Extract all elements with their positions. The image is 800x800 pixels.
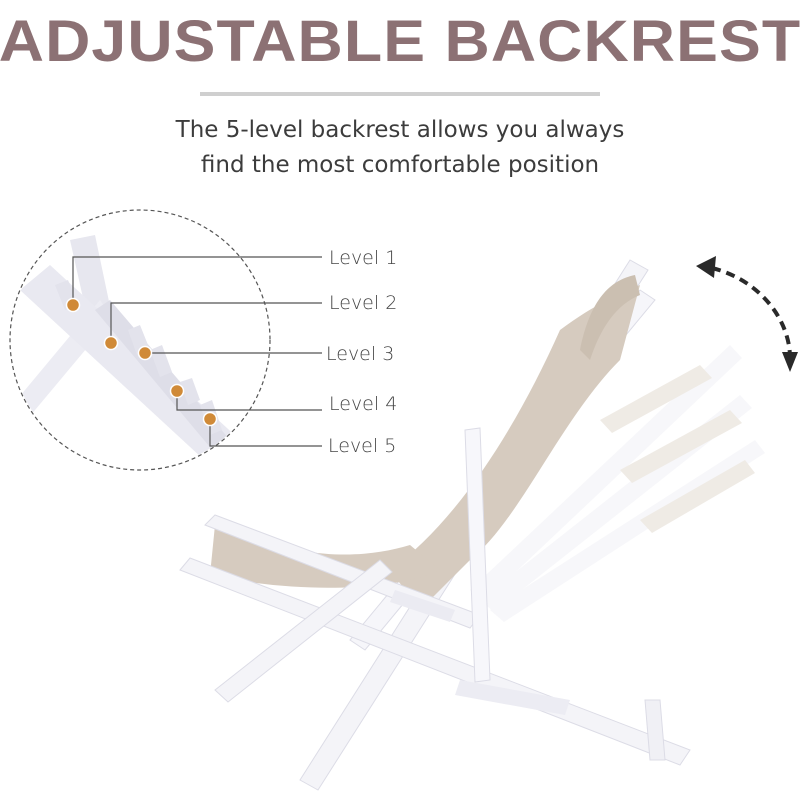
level-5-dot (202, 411, 218, 427)
level-2-dot (103, 335, 119, 351)
level-1-label: Level 1 (329, 247, 398, 269)
subtitle-line-1: The 5-level backrest allows you always (175, 117, 625, 143)
level-2-label: Level 2 (329, 292, 398, 314)
backrest-positions (470, 345, 765, 622)
page-title: ADJUSTABLE BACKREST (0, 9, 800, 74)
zoom-callout (9, 209, 271, 471)
level-3-dot (137, 345, 153, 361)
level-4-dot (169, 383, 185, 399)
chair (179, 259, 691, 791)
level-5-label: Level 5 (328, 435, 397, 457)
level-4-label: Level 4 (329, 393, 398, 415)
title-divider (200, 92, 600, 96)
level-3-label: Level 3 (326, 343, 395, 365)
recline-arrow-icon (696, 256, 798, 372)
subtitle-line-2: find the most comfortable position (200, 152, 600, 178)
subtitle: The 5-level backrest allows you always f… (0, 113, 800, 183)
level-dots (65, 297, 218, 427)
level-1-dot (65, 297, 81, 313)
